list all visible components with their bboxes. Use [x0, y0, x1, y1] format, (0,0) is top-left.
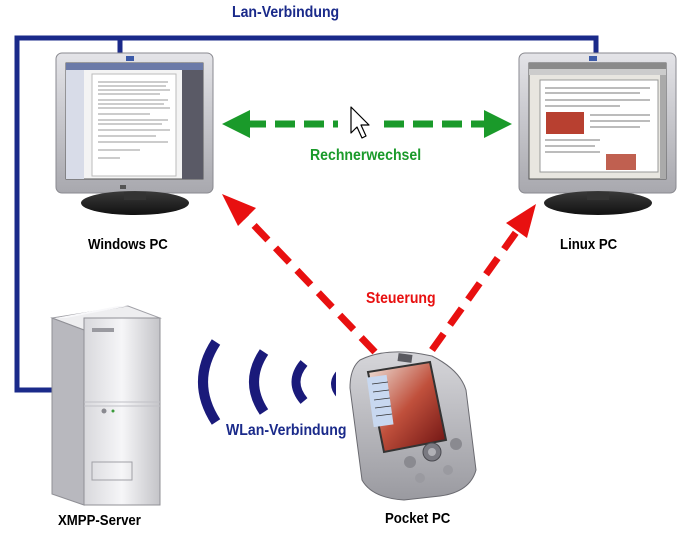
windows-monitor-icon — [55, 52, 214, 215]
switch-arrow — [222, 110, 512, 138]
mouse-cursor-icon — [350, 106, 370, 139]
control-label: Steuerung — [366, 290, 436, 307]
lan-connection-line — [14, 35, 599, 393]
lan-connection-label: Lan-Verbindung — [232, 4, 340, 21]
xmpp-server-label: XMPP-Server — [58, 512, 141, 529]
server-tower-icon — [50, 305, 162, 506]
wireless-waves-icon — [198, 339, 344, 425]
pocket-pc-label: Pocket PC — [385, 510, 451, 527]
pocket-pc-icon — [336, 342, 496, 505]
control-arrows — [222, 194, 536, 355]
switch-label: Rechnerwechsel — [310, 147, 422, 164]
linux-monitor-icon — [518, 52, 677, 215]
wlan-connection-label: WLan-Verbindung — [226, 422, 347, 439]
linux-pc-label: Linux PC — [560, 236, 618, 253]
windows-pc-label: Windows PC — [88, 236, 168, 253]
